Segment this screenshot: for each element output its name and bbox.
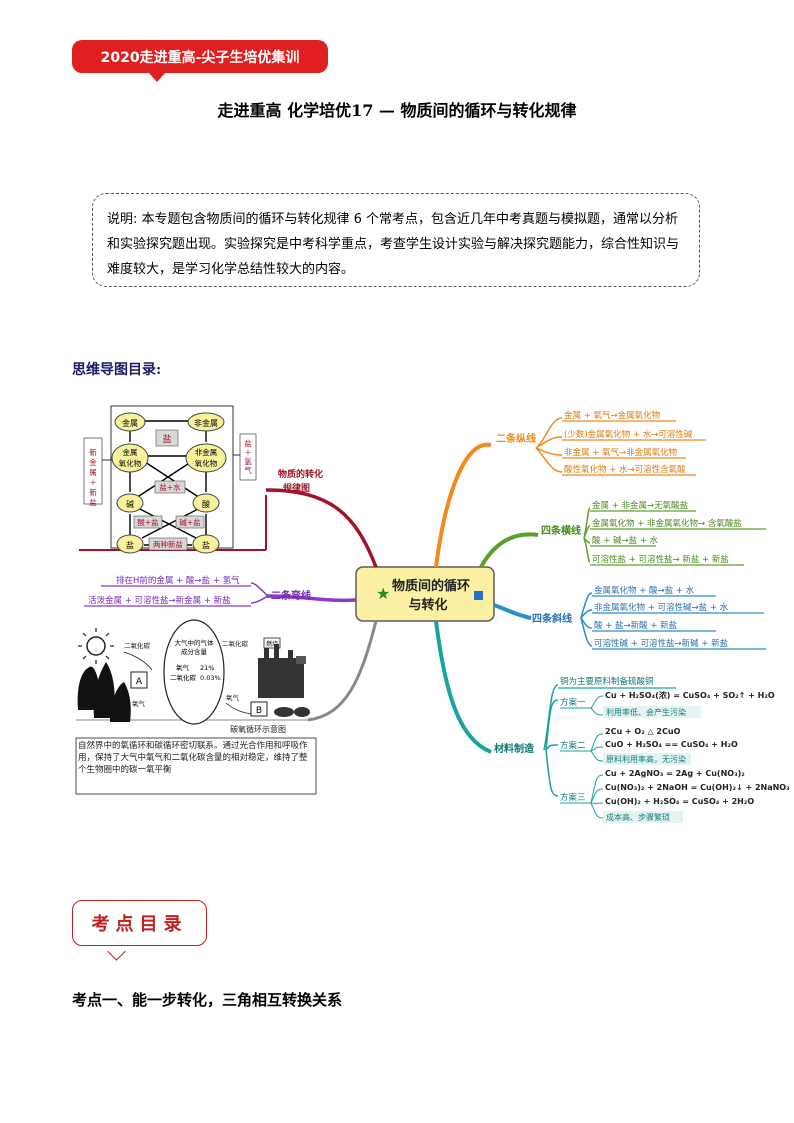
page-title: 走进重高 化学培优17 — 物质间的循环与转化规律 [217,101,577,120]
branch-label: 四条横线 [541,524,581,537]
center-line2: 与转化 [408,597,447,613]
xiexian-item-1: 金属氧化物 + 酸→盐 + 水 [594,585,695,596]
banner-tail [148,72,166,82]
svg-text:燃烧: 燃烧 [266,640,278,648]
branch-xiexian[interactable]: 四条斜线 金属氧化物 + 酸→盐 + 水 非金属氧化物 + 可溶性碱→盐 + 水… [532,585,766,650]
description-text: 说明: 本专题包含物质间的循环与转化规律 6 个常考点，包含近几年中考真题与模拟… [107,212,680,277]
xiexian-item-2: 非金属氧化物 + 可溶性碱→盐 + 水 [594,602,729,613]
branch-hengxian[interactable]: 四条横线 金属 + 非金属→无氧酸盐 金属氧化物 + 非金属氧化物→ 含氧酸盐 … [541,500,766,566]
svg-text:碱+盐: 碱+盐 [179,517,201,527]
branch-wanxian[interactable]: 二条弯线 排在H前的金属 + 酸→盐 + 氢气 活泼金属 + 可溶性盐→新金属 … [84,575,311,607]
plan3-equation-2: Cu(NO₃)₂ + 2NaOH = Cu(OH)₂↓ + 2NaNO₃ [605,783,790,792]
zongxian-item-2: (少数)金属氧化物 + 水→可溶性碱 [564,429,693,440]
guilv-label-1: 物质的转化 [278,468,323,480]
svg-text:B: B [256,706,262,716]
mindmap-center[interactable]: ★ 物质间的循环 与转化 [355,566,495,622]
svg-text:盐: 盐 [202,540,210,550]
plan2-label: 方案二 [560,740,586,751]
carbon-oxygen-cycle: A 二氧化碳 氧气 大气中的气体 成分含量 氧气 21% 二氧化碳 0.03% … [75,619,317,795]
mindmap: ★ 物质间的循环 与转化 二条纵线 金属 + 氧气→金属氧化物 (少数)金属氧化… [75,405,790,823]
branch-guilv[interactable]: 物质的转化 规律图 [79,468,323,551]
svg-text:金属: 金属 [122,418,138,428]
svg-text:金属: 金属 [123,447,138,457]
cycle-description: 自然界中的氧循环和碳循环密切联系。通过光合作用和呼吸作用，保持了大气中氧气和二氧… [78,741,308,775]
svg-text:盐: 盐 [126,540,134,550]
svg-text:两种新盐: 两种新盐 [153,539,183,549]
hengxian-item-1: 金属 + 非金属→无氧酸盐 [592,500,689,511]
mindmap-heading: 思维导图目录: [72,362,162,378]
plan3-equation-3: Cu(OH)₂ + H₂SO₄ = CuSO₄ + 2H₂O [605,797,754,806]
series-banner: 2020走进重高-尖子生培优集训 [72,40,328,73]
zongxian-item-4: 酸性氧化物 + 水→可溶性含氧酸 [564,464,686,475]
branch-label: 四条斜线 [532,612,572,625]
plan3-label: 方案三 [560,792,586,803]
svg-text:氧化物: 氧化物 [195,458,218,468]
svg-text:0.03%: 0.03% [200,674,221,682]
svg-text:非金属: 非金属 [195,447,218,457]
plan3-comment: 成本高、步骤繁琐 [606,812,670,822]
plan1-label: 方案一 [560,697,586,708]
plan2-comment: 原料利用率高，无污染 [606,754,686,764]
svg-text:A: A [136,677,143,687]
svg-text:非金属: 非金属 [194,418,218,428]
conversion-diagram: 盐 盐+水 酸+盐 碱+盐 两种新盐 金属 非金属 金属 氧化物 非金属 氧化物… [83,405,257,554]
branch-cailiao[interactable]: 材料制造 铜为主要原料制备硫酸铜 方案一 Cu + H₂SO₄(浓) = CuS… [494,676,790,823]
plan3-equation-1: Cu + 2AgNO₃ = 2Ag + Cu(NO₃)₂ [605,769,745,778]
plan1-comment: 利用率低、会产生污染 [606,707,686,717]
svg-text:碱: 碱 [126,500,134,509]
svg-text:氧化物: 氧化物 [119,458,142,468]
zongxian-item-1: 金属 + 氧气→金属氧化物 [564,410,661,421]
xiexian-item-3: 酸 + 盐→新酸 + 新盐 [594,620,678,631]
svg-text:氧气: 氧气 [176,663,190,672]
svg-text:二氧化碳: 二氧化碳 [170,673,197,682]
svg-text:酸: 酸 [202,499,210,509]
branch-label: 二条弯线 [271,589,311,602]
cailiao-intro: 铜为主要原料制备硫酸铜 [560,676,654,687]
hengxian-item-4: 可溶性盐 + 可溶性盐→ 新盐 + 新盐 [592,554,729,565]
cycle-caption: 碳氧循环示意图 [230,724,286,734]
svg-text:盐: 盐 [162,433,171,445]
svg-text:21%: 21% [200,664,214,672]
branch-label: 二条纵线 [496,432,536,445]
svg-text:二氧化碳: 二氧化碳 [222,639,249,648]
plan2-equation-2: CuO + H₂SO₄ == CuSO₄ + H₂O [605,740,738,749]
xiexian-item-4: 可溶性碱 + 可溶性盐→新碱 + 新盐 [594,638,729,649]
svg-text:酸+盐: 酸+盐 [137,517,159,527]
svg-text:二氧化碳: 二氧化碳 [124,641,151,650]
hengxian-item-2: 金属氧化物 + 非金属氧化物→ 含氧酸盐 [592,518,742,529]
diagram-left-side: 新金属＋新盐 [89,447,97,507]
plan1-equation: Cu + H₂SO₄(浓) = CuSO₄ + SO₂↑ + H₂O [605,690,775,700]
plan2-equation-1: 2Cu + O₂ △ 2CuO [605,727,681,736]
svg-text:氧气: 氧气 [226,693,240,702]
star-icon: ★ [376,584,390,603]
note-icon [474,591,483,600]
branch-zongxian[interactable]: 二条纵线 金属 + 氧气→金属氧化物 (少数)金属氧化物 + 水→可溶性碱 非金… [496,410,706,476]
wanxian-item-1: 排在H前的金属 + 酸→盐 + 氢气 [116,575,240,586]
kaodian-heading-box: 考点目录 [72,900,207,946]
diagram-right-side: 盐＋氢气 [244,438,252,475]
svg-text:氧气: 氧气 [132,699,146,708]
wanxian-item-2: 活泼金属 + 可溶性盐→新金属 + 新盐 [88,595,231,606]
svg-text:大气中的气体: 大气中的气体 [175,638,215,647]
description-box: 说明: 本专题包含物质间的循环与转化规律 6 个常考点，包含近几年中考真题与模拟… [92,193,700,287]
guilv-label-2: 规律图 [283,482,310,494]
hengxian-item-3: 酸 + 碱→盐 + 水 [592,535,659,546]
zongxian-item-3: 非金属 + 氧气→非金属氧化物 [564,447,678,458]
center-line1: 物质间的循环 [392,578,470,594]
kaodian-point-1: 考点一、能一步转化，三角相互转换关系 [72,991,343,1009]
svg-text:成分含量: 成分含量 [181,647,208,656]
svg-text:盐+水: 盐+水 [159,482,181,492]
branch-label: 材料制造 [494,742,535,755]
